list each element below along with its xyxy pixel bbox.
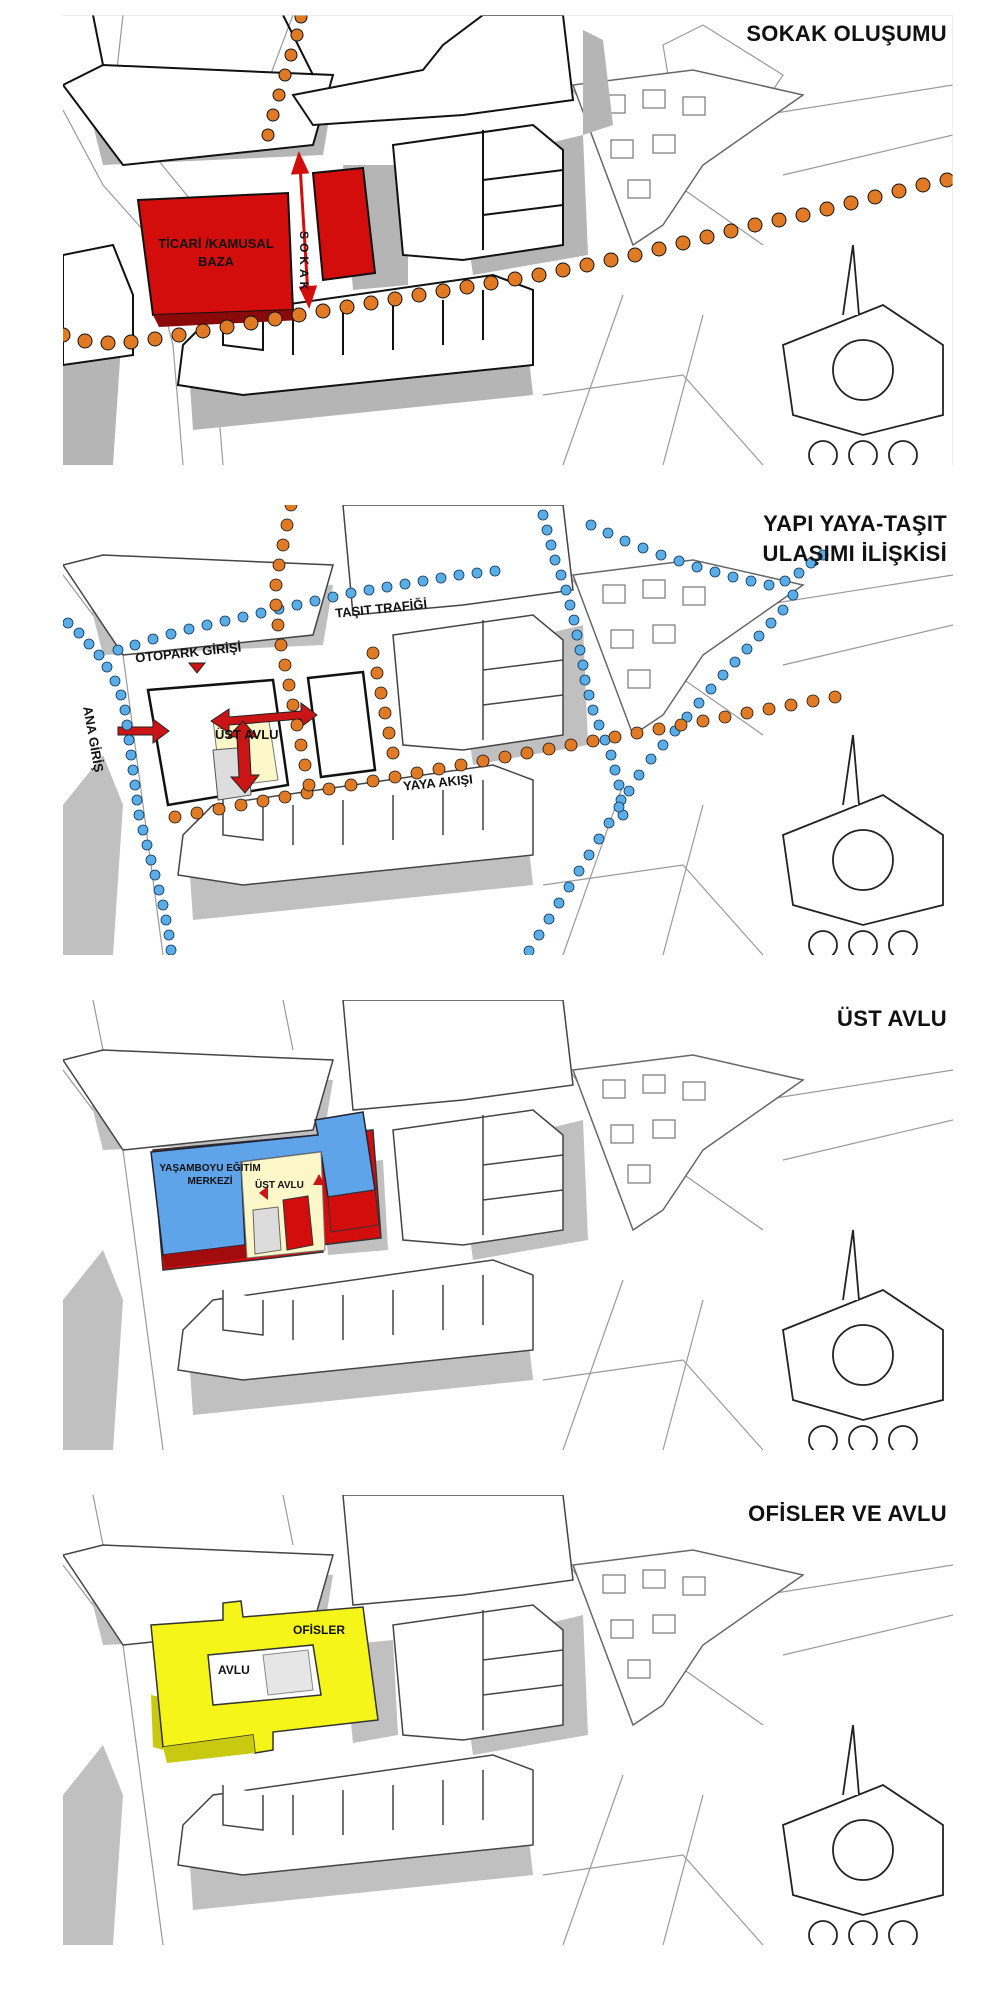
street-label: SOKAK — [297, 231, 311, 295]
side-building — [306, 670, 377, 779]
panel-upper-court: ÜST AVLU YAŞAMBOYU EĞİTİM MERKEZİ ÜST AV… — [63, 1000, 953, 1450]
panel-title: ÜST AVLU — [837, 1006, 947, 1031]
court-label: AVLU — [218, 1663, 250, 1677]
pedestrian-path — [168, 505, 842, 824]
education-center-label: YAŞAMBOYU EĞİTİM MERKEZİ — [159, 1163, 261, 1187]
site-map — [63, 15, 953, 465]
panel-title-line2: ULAŞIMI İLİŞKİSİ — [762, 541, 947, 566]
commercial-block-right — [311, 166, 377, 282]
panel-title: SOKAK OLUŞUMU — [746, 21, 947, 46]
site-map — [63, 505, 953, 955]
panel-title: OFİSLER VE AVLU — [748, 1501, 947, 1526]
site-map — [63, 1495, 953, 1945]
panel-pedestrian-vehicle: YAPI YAYA-TAŞIT ULAŞIMI İLİŞKİSİ OTOPARK… — [63, 505, 953, 955]
offices-label: OFİSLER — [293, 1623, 346, 1637]
panel-offices-court: OFİSLER VE AVLU OFİSLER AVLU — [63, 1495, 953, 1945]
panel-title-line1: YAPI YAYA-TAŞIT — [763, 511, 947, 536]
pedestrian-path — [63, 15, 953, 351]
vehicle-path — [63, 509, 829, 955]
panel-title: YAPI YAYA-TAŞIT ULAŞIMI İLİŞKİSİ — [763, 509, 947, 569]
commercial-base-label: TİCARİ /KAMUSAL BAZA — [158, 236, 274, 269]
street-arrow — [290, 150, 318, 310]
upper-court-label: ÜST AVLU — [255, 1180, 304, 1191]
upper-court-label: ÜST AVLU — [215, 727, 279, 742]
panel-street-formation: SOKAK OLUŞUMU TİCARİ /KAMUSAL BAZA SOKAK — [63, 15, 953, 465]
access-arrows — [117, 662, 318, 794]
site-map — [63, 1000, 953, 1450]
